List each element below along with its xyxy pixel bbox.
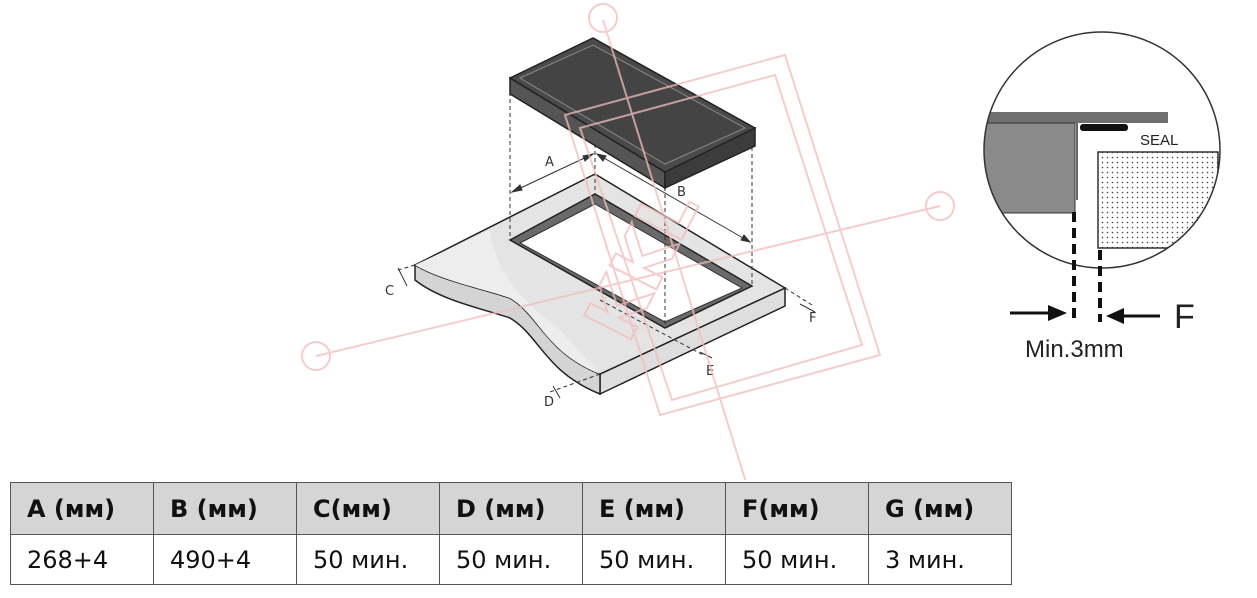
detail-left-counter [984, 122, 1076, 214]
header-d: D (мм) [439, 482, 583, 535]
header-g: G (мм) [868, 482, 1012, 535]
value-d: 50 мин. [439, 534, 583, 585]
value-f: 50 мин. [725, 534, 869, 585]
detail-cooktop-plate [984, 112, 1168, 123]
value-c: 50 мин. [296, 534, 440, 585]
installation-diagram: A B C D E F KKL SEAL [301, 3, 1221, 480]
label-d: D [544, 395, 554, 410]
label-e: E [706, 364, 714, 379]
label-c: C [385, 284, 394, 299]
min-gap-label: Min.3mm [1025, 336, 1124, 363]
gap-arrows [1010, 305, 1160, 324]
label-f: F [809, 311, 816, 326]
header-c: C(мм) [296, 482, 440, 535]
f-label: F [1174, 298, 1195, 336]
detail-right-counter [1097, 151, 1219, 249]
cooktop-glass [518, 44, 747, 165]
value-g: 3 мин. [868, 534, 1012, 585]
seal-strip [1080, 124, 1128, 131]
header-a: A (мм) [10, 482, 154, 535]
dimensions-table: A (мм) B (мм) C(мм) D (мм) E (мм) F(мм) … [10, 482, 1012, 585]
table-header-row: A (мм) B (мм) C(мм) D (мм) E (мм) F(мм) … [10, 482, 1012, 535]
seal-label: SEAL [1140, 132, 1178, 149]
header-e: E (мм) [582, 482, 726, 535]
header-f: F(мм) [725, 482, 869, 535]
header-b: B (мм) [153, 482, 297, 535]
table-row: 268+4 490+4 50 мин. 50 мин. 50 мин. 50 м… [10, 534, 1012, 585]
cooktop [508, 37, 757, 190]
label-b: B [677, 185, 686, 200]
seal-detail: SEAL F Min.3mm [983, 31, 1221, 363]
value-b: 490+4 [153, 534, 297, 585]
value-a: 268+4 [10, 534, 154, 585]
label-a: A [545, 155, 554, 170]
value-e: 50 мин. [582, 534, 726, 585]
